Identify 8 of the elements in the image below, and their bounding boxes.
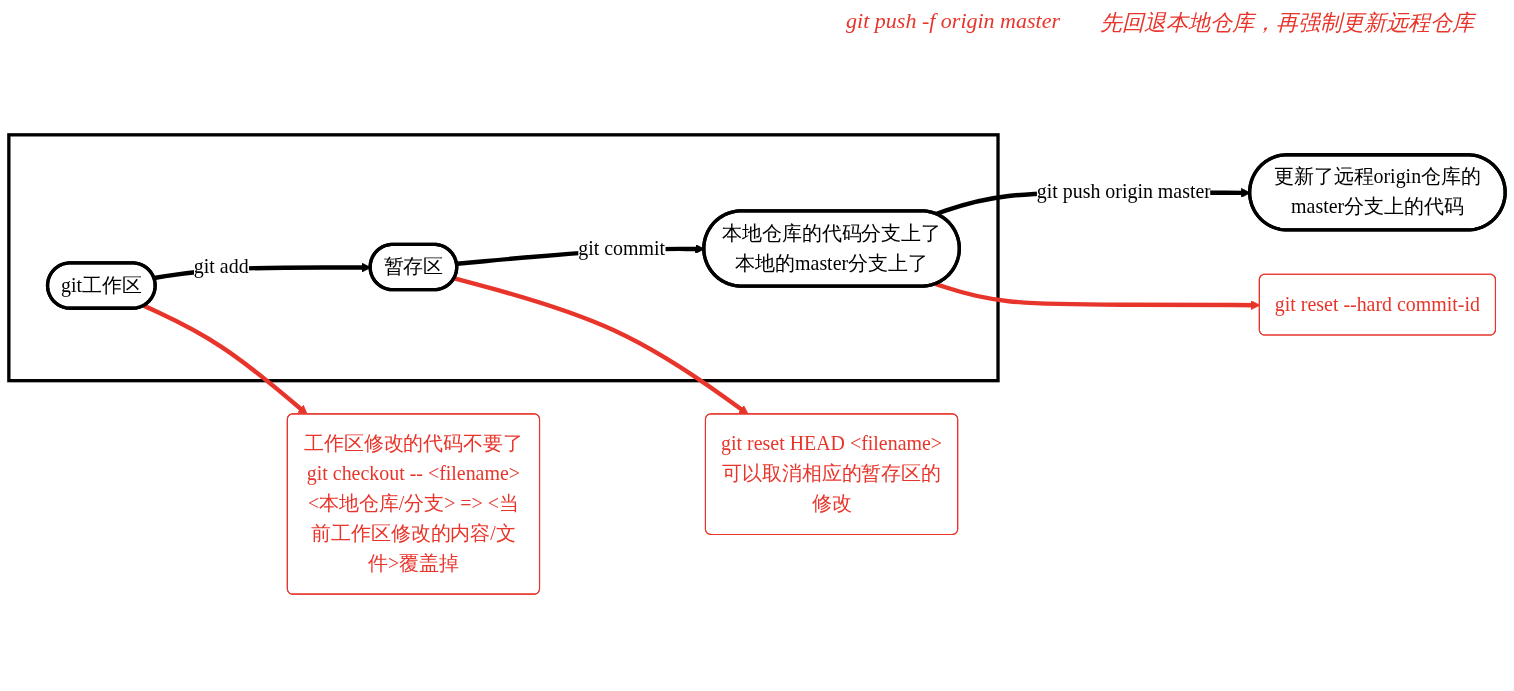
- edge-label: git push origin master: [1036, 180, 1211, 203]
- annotation-text: git push -f origin master: [846, 8, 1060, 35]
- arrow: [143, 303, 308, 415]
- cluster: [7, 133, 1000, 383]
- arrow: [453, 276, 749, 415]
- annotation-text: 先回退本地仓库，再强制更新远程仓库: [1100, 9, 1474, 37]
- edge-label: git add: [193, 255, 249, 278]
- edge-label: git commit: [578, 236, 666, 259]
